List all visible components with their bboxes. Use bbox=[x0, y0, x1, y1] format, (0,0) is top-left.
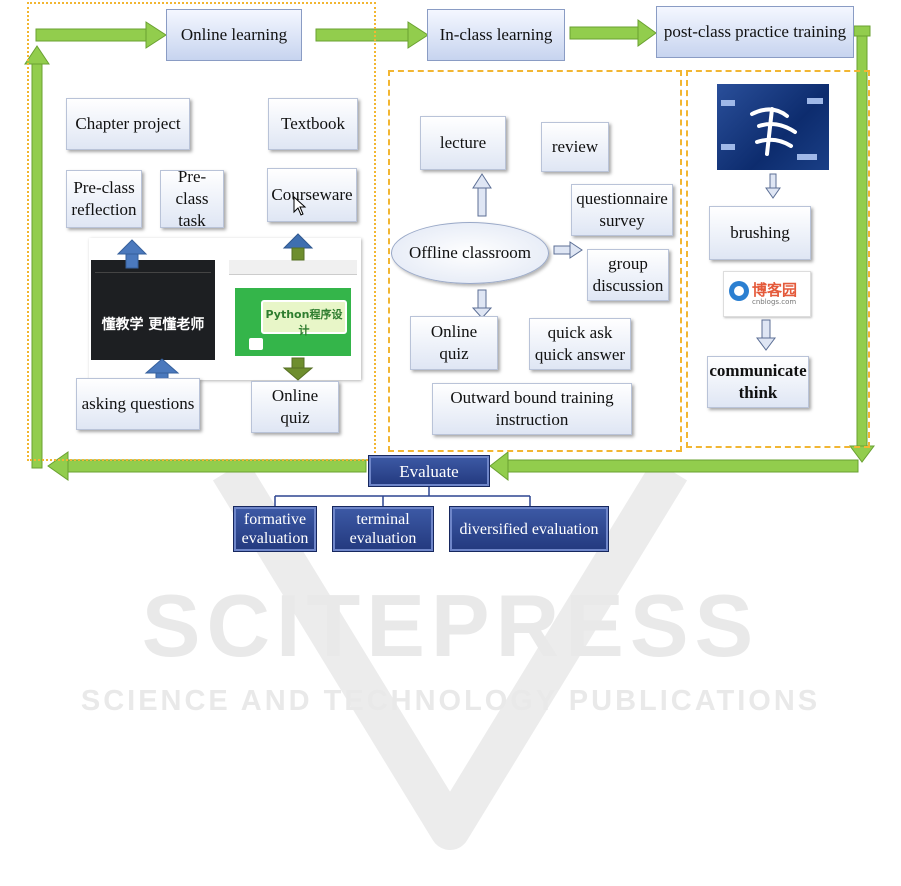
inclass-panel-border bbox=[388, 70, 682, 452]
watermark-big: SCITEPRESS bbox=[141, 576, 760, 675]
stage-inclass-learning: In-class learning bbox=[427, 9, 565, 61]
asking-questions-box: asking questions bbox=[76, 378, 200, 430]
mouse-cursor-icon bbox=[293, 196, 307, 216]
group-discussion-box: group discussion bbox=[587, 249, 669, 301]
preclass-reflection-box: Pre-class reflection bbox=[66, 170, 142, 228]
online-quiz-box-inclass: Online quiz bbox=[410, 316, 498, 370]
arrow-up-to-reflection bbox=[116, 239, 148, 269]
chapter-project-box: Chapter project bbox=[66, 98, 190, 150]
python-course-title: Python程序设计 bbox=[265, 308, 343, 337]
stage-postclass-training: post-class practice training bbox=[656, 6, 854, 58]
stage-online-learning: Online learning bbox=[166, 9, 302, 61]
postclass-panel-border bbox=[686, 70, 870, 448]
top-arrow-1 bbox=[35, 21, 167, 49]
lecture-box: lecture bbox=[420, 116, 506, 170]
diversified-evaluation-box: diversified evaluation bbox=[449, 506, 609, 552]
blog-logo-sub: cnblogs.com bbox=[752, 298, 797, 306]
quick-ask-box: quick ask quick answer bbox=[529, 318, 631, 370]
platform-screenshots: 懂教学 更懂老师 Python程序设计 bbox=[89, 238, 361, 380]
arrow-down-to-quiz bbox=[471, 289, 493, 319]
arrow-up-to-lecture bbox=[472, 173, 492, 217]
formative-evaluation-box: formative evaluation bbox=[233, 506, 317, 552]
arrow-down-to-communicate bbox=[756, 319, 776, 351]
online-panel-border bbox=[27, 2, 376, 461]
top-arrow-2 bbox=[315, 21, 429, 49]
online-quiz-box-online: Online quiz bbox=[251, 381, 339, 433]
arrow-up-to-courseware bbox=[282, 233, 314, 261]
courseware-box: Courseware bbox=[267, 168, 357, 222]
platform-slogan: 懂教学 更懂老师 bbox=[101, 317, 205, 333]
textbook-box: Textbook bbox=[268, 98, 358, 150]
arrow-down-to-quiz bbox=[282, 357, 314, 381]
questionnaire-survey-box: questionnaire survey bbox=[571, 184, 673, 236]
evaluate-node: Evaluate bbox=[368, 455, 490, 487]
platform-screenshot-right: Python程序设计 bbox=[229, 260, 357, 360]
brushing-platform-screenshot bbox=[717, 84, 829, 170]
brushing-logo-icon bbox=[721, 98, 823, 160]
offline-classroom-node: Offline classroom bbox=[391, 222, 549, 284]
review-box: review bbox=[541, 122, 609, 172]
arrow-down-to-brushing bbox=[765, 173, 781, 199]
top-arrow-3 bbox=[569, 19, 657, 47]
blog-logo-icon bbox=[729, 281, 749, 301]
bottom-arrow-right bbox=[489, 450, 859, 482]
outward-bound-box: Outward bound training instruction bbox=[432, 383, 632, 435]
blog-logo-text: 博客园 bbox=[752, 281, 798, 299]
platform-screenshot-left: 懂教学 更懂老师 bbox=[91, 260, 215, 360]
terminal-evaluation-box: terminal evaluation bbox=[332, 506, 434, 552]
brushing-box: brushing bbox=[709, 206, 811, 260]
preclass-task-box: Pre-class task bbox=[160, 167, 224, 230]
blog-logo: 博客园 cnblogs.com bbox=[723, 271, 811, 317]
watermark-small: SCIENCE AND TECHNOLOGY PUBLICATIONS bbox=[80, 685, 821, 717]
arrow-right-to-discussion bbox=[553, 241, 583, 259]
communicate-think-box: communicate think bbox=[707, 356, 809, 408]
left-loop-arrow bbox=[24, 45, 50, 469]
